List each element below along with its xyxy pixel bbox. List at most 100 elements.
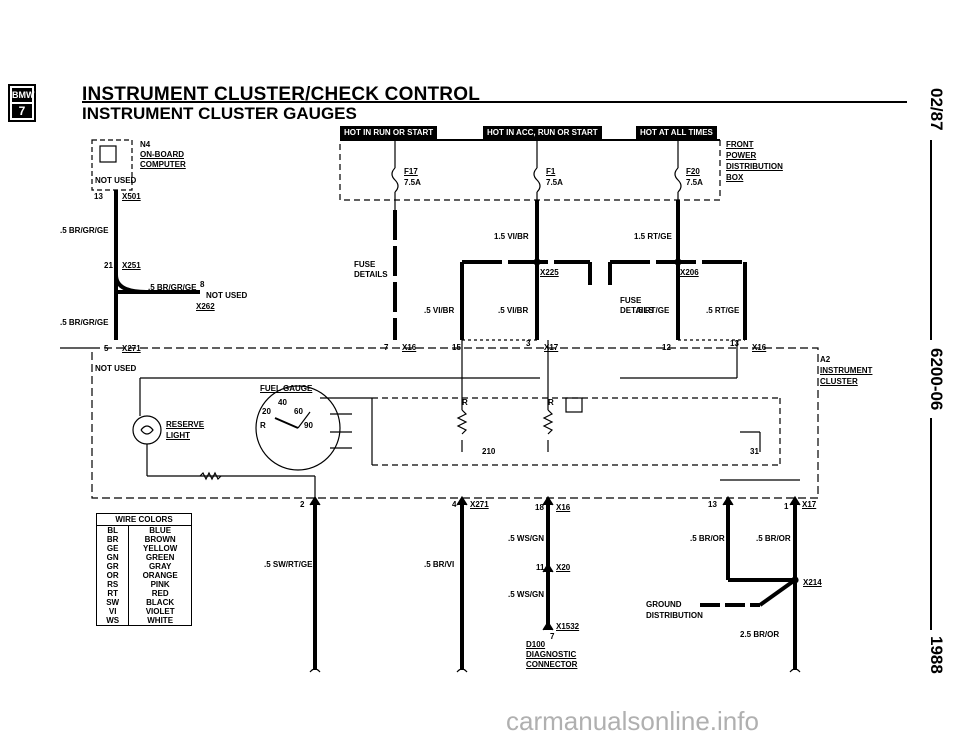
fuse-details-2a: FUSE <box>620 296 642 305</box>
wire-color-code: RT <box>96 589 130 598</box>
gauge-needle <box>274 417 299 429</box>
gauge-40: 40 <box>278 398 287 407</box>
instrument-cluster-outline <box>91 347 819 499</box>
page-title: INSTRUMENT CLUSTER/CHECK CONTROL <box>82 84 480 105</box>
pin-1: 1 <box>784 502 789 511</box>
ground-dist-1: GROUND <box>646 600 682 609</box>
pin-12: 12 <box>662 343 671 352</box>
pin-21: 21 <box>104 261 113 270</box>
wire-color-code: BL <box>96 525 130 535</box>
fuse-box-outline <box>339 139 721 201</box>
fuel-gauge-label: FUEL GAUGE <box>260 384 313 393</box>
wire-color-name: GRAY <box>148 562 172 571</box>
fuse-f17-label: F17 <box>404 167 418 176</box>
wire-color-row: SW BLACK <box>96 598 192 607</box>
power-bar-run-start: HOT IN RUN OR START <box>340 126 438 139</box>
wire-sw-rt-ge: .5 SW/RT/GE <box>264 560 313 569</box>
pin-15: 15 <box>452 343 461 352</box>
front-power-1: FRONT <box>726 140 754 149</box>
obc-symbol <box>99 145 117 163</box>
wire-color-code: WS <box>96 616 130 626</box>
watermark: carmanualsonline.info <box>506 706 759 736</box>
page-subtitle: INSTRUMENT CLUSTER GAUGES <box>82 104 357 123</box>
wire-ws-gn-a: .5 WS/GN <box>508 534 545 543</box>
connector-x16-c: X16 <box>556 503 571 512</box>
wire-color-row: RT RED <box>96 589 192 598</box>
diag-label-2: CONNECTOR <box>526 660 578 669</box>
instrument-label-2: CLUSTER <box>820 377 858 386</box>
side-rule-2 <box>930 418 932 630</box>
obc-box <box>91 139 133 191</box>
power-bar-all-times: HOT AT ALL TIMES <box>636 126 717 139</box>
wire-label-brgrge-3: .5 BR/GR/GE <box>60 318 109 327</box>
wire-5-rtge-b: .5 RT/GE <box>706 306 740 315</box>
pin-13: 13 <box>94 192 103 201</box>
wire-br-or-b: .5 BR/OR <box>756 534 791 543</box>
wire-color-row: BR BROWN <box>96 535 192 544</box>
connector-x17-b: X17 <box>802 500 817 509</box>
pin-13-b: 13 <box>708 500 717 509</box>
wire-color-name: GREEN <box>145 553 175 562</box>
wire-color-name: BROWN <box>144 535 176 544</box>
connector-x501: X501 <box>122 192 141 201</box>
wire-br-vi: .5 BR/VI <box>424 560 455 569</box>
pin-7: 7 <box>384 343 389 352</box>
pin-2: 2 <box>300 500 305 509</box>
node-210: 210 <box>482 447 496 456</box>
ground-dist-2: DISTRIBUTION <box>646 611 703 620</box>
gauge-r: R <box>260 421 266 430</box>
fuse-details-1b: DETAILS <box>354 270 388 279</box>
wire-color-name: VIOLET <box>145 607 175 616</box>
front-power-4: BOX <box>726 173 744 182</box>
wire-color-code: GR <box>96 562 130 571</box>
fuse-f1 <box>533 167 541 193</box>
a2-label: A2 <box>820 355 831 364</box>
wire-color-code: GN <box>96 553 130 562</box>
node-31: 31 <box>750 447 759 456</box>
obc-label-1: ON-BOARD <box>140 150 184 159</box>
fuse-f17-amp: 7.5A <box>404 178 421 187</box>
wire-color-name: BLACK <box>146 598 175 607</box>
wire-label-brgrge-1: .5 BR/GR/GE <box>60 226 109 235</box>
connector-x271-top: X271 <box>122 344 141 353</box>
fuse-f1-label: F1 <box>546 167 556 176</box>
fuse-f20-label: F20 <box>686 167 700 176</box>
fuse-details-2b: DETAILS <box>620 306 654 315</box>
wire-label-brgrge-2: .5 BR/GR/GE <box>148 283 197 292</box>
connector-x214: X214 <box>803 578 822 587</box>
gauge-20: 20 <box>262 407 271 416</box>
wire-color-name: PINK <box>150 580 170 589</box>
pin-8: 8 <box>200 280 205 289</box>
wire-color-name: RED <box>151 589 169 598</box>
fuse-f20 <box>674 167 682 193</box>
pin-18: 18 <box>535 503 544 512</box>
obc-label-2: COMPUTER <box>140 160 186 169</box>
wire-color-row: GR GRAY <box>96 562 192 571</box>
wire-color-name: ORANGE <box>142 571 178 580</box>
pin-3: 3 <box>526 339 531 348</box>
not-used-top: NOT USED <box>95 176 137 185</box>
instrument-label-1: INSTRUMENT <box>820 366 873 375</box>
pin-7-b: 7 <box>550 632 555 641</box>
connector-x225: X225 <box>540 268 559 277</box>
wire-color-code: OR <box>96 571 130 580</box>
check-control-symbol <box>565 397 583 413</box>
wire-br-or-a: .5 BR/OR <box>690 534 725 543</box>
d100-label: D100 <box>526 640 546 649</box>
fuse-f1-amp: 7.5A <box>546 178 563 187</box>
wire-colors-header: WIRE COLORS <box>96 513 192 526</box>
front-power-2: POWER <box>726 151 757 160</box>
power-bar-acc-run-start: HOT IN ACC, RUN OR START <box>483 126 602 139</box>
connector-x16-a: X16 <box>402 343 417 352</box>
resistor-b <box>542 409 554 435</box>
pin-5: 5 <box>104 344 109 353</box>
gauge-60: 60 <box>294 407 303 416</box>
wire-color-code: BR <box>96 535 130 544</box>
connector-x251: X251 <box>122 261 141 270</box>
wire-color-code: SW <box>96 598 130 607</box>
